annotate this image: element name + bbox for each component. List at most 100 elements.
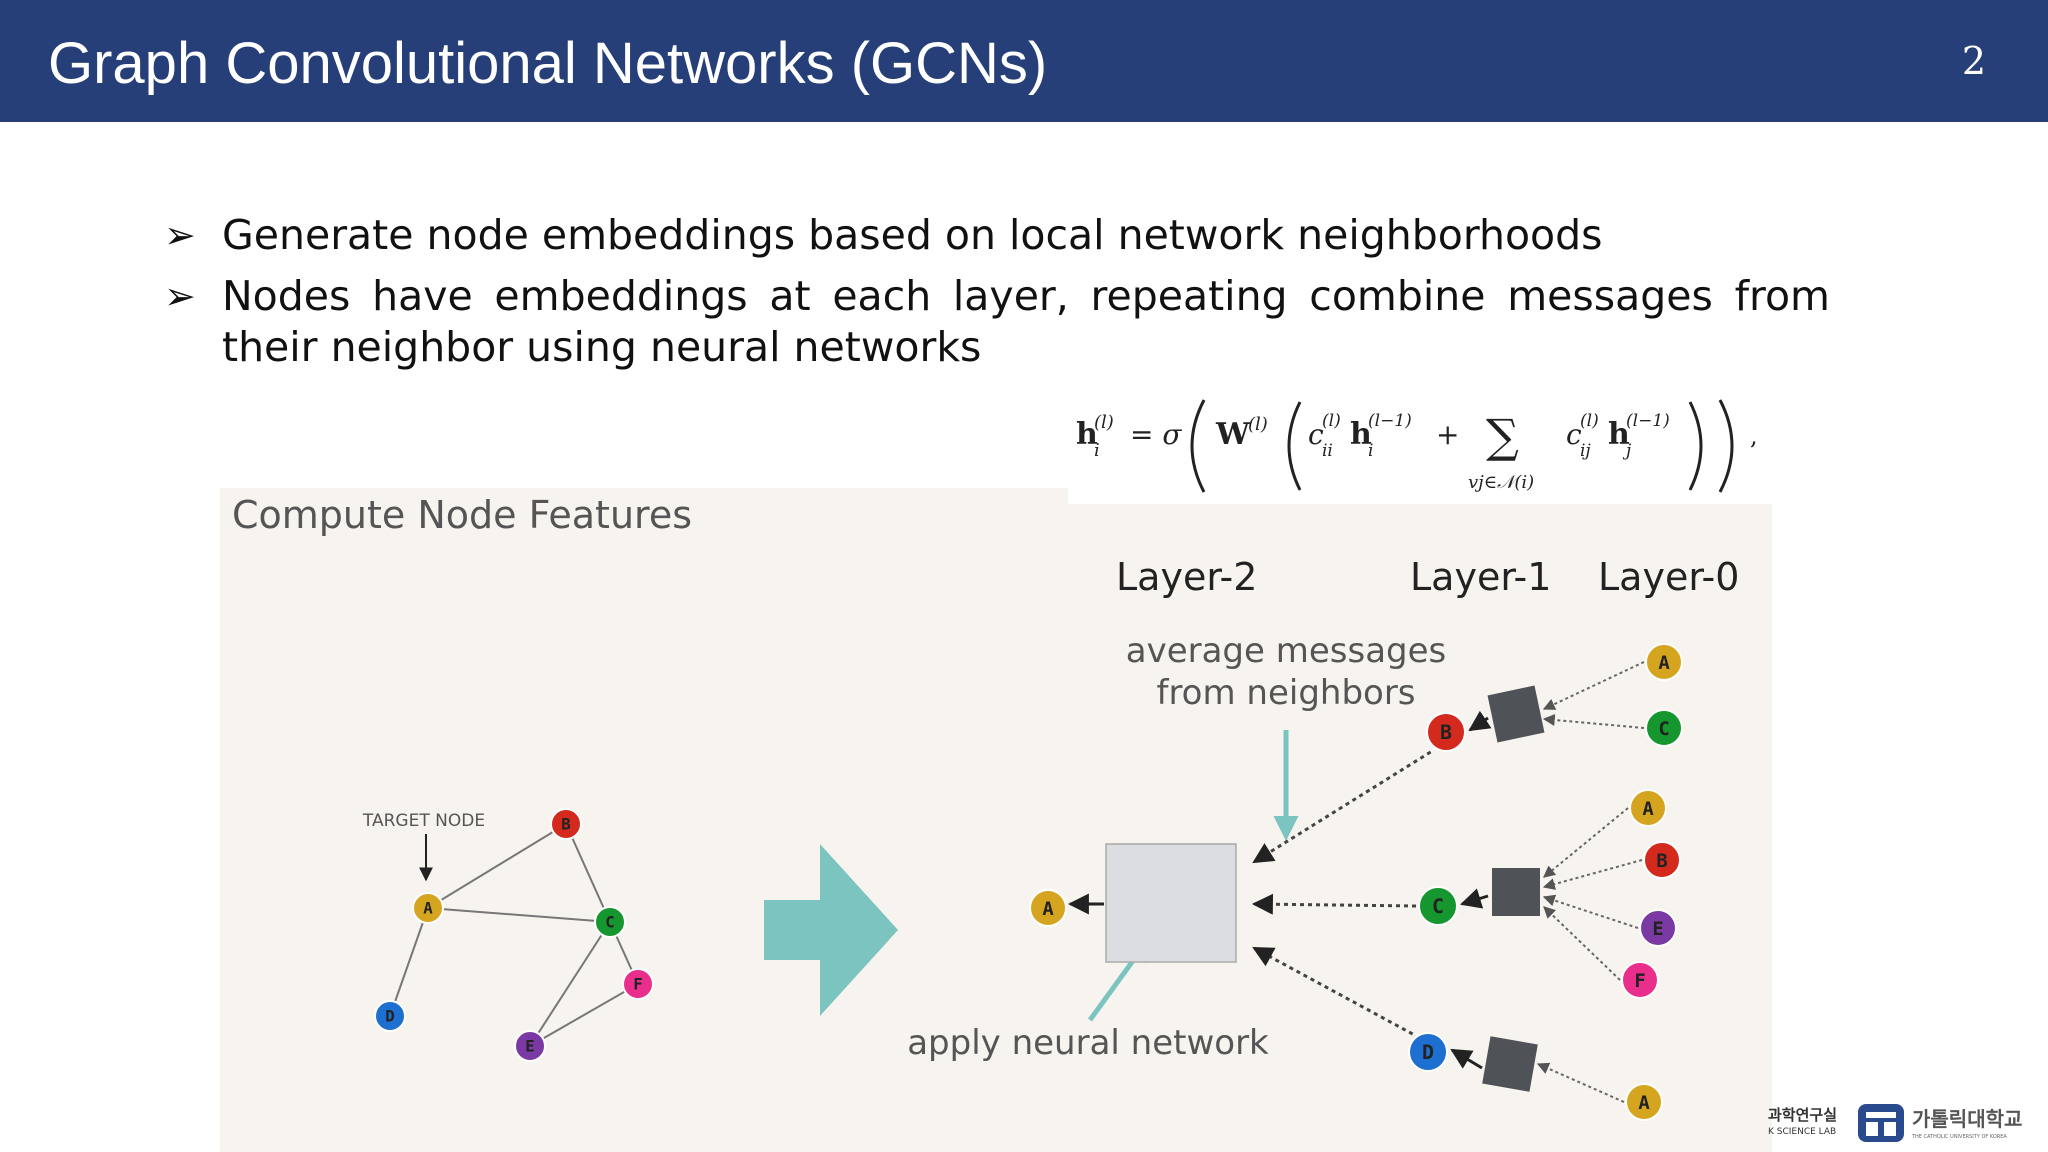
graph-node-f-circle — [622, 968, 654, 1000]
aggregator-arrow — [1459, 888, 1489, 909]
tree-layer0-node-a-circle — [1625, 1083, 1663, 1121]
aggregator-box-c — [1492, 868, 1540, 916]
formula-lhs-sub: i — [1094, 440, 1100, 461]
figure-title: Compute Node Features — [232, 493, 692, 537]
tree-layer0-node-e-circle — [1639, 909, 1677, 947]
tree-layer1-node-d-circle — [1408, 1032, 1448, 1072]
tree-edge-layer0 — [1536, 1062, 1625, 1103]
formula-h-i-sup: (l−1) — [1368, 411, 1412, 431]
formula-comma: , — [1750, 422, 1758, 450]
bullet-arrow-icon: ➢ — [164, 274, 196, 318]
graph-node-a: A — [412, 892, 444, 924]
tree-layer0-node-a-label: A — [1658, 652, 1670, 674]
graph-edge — [427, 823, 567, 909]
neural-network-box — [1105, 843, 1237, 963]
formula-sum: ∑ — [1486, 409, 1519, 463]
tree-layer1-node-c: C — [1418, 886, 1458, 926]
tree-edge-layer0 — [1542, 713, 1645, 729]
tree-edge-layer1 — [1251, 893, 1417, 915]
formula-c-ij-sup: (l) — [1580, 411, 1599, 431]
graph-node-d-circle — [374, 1000, 406, 1032]
formula-h-i-sub: i — [1368, 441, 1373, 461]
transform-arrow-icon — [764, 844, 898, 1016]
apply-nn-label: apply neural network — [907, 1023, 1269, 1063]
paren-close-inner — [1688, 401, 1703, 491]
figure-background — [220, 488, 1068, 1152]
graph-node-c-circle — [594, 906, 626, 938]
aggregator-arrow — [1468, 710, 1492, 732]
tree-edge-layer1 — [1252, 946, 1414, 1036]
tree-root-node-label: A — [1042, 898, 1054, 920]
paren-open-outer — [1190, 399, 1206, 493]
graph-node-f: F — [622, 968, 654, 1000]
tree-layer0-node-a-circle — [1645, 643, 1683, 681]
tree-layer0-node-c-label: C — [1658, 718, 1669, 740]
avg-messages-label-line2: from neighbors — [1156, 673, 1415, 713]
graph-edge — [529, 921, 611, 1047]
bullet-item-2: ➢ Nodes have embeddings at each layer, r… — [160, 271, 1830, 373]
bullet-text-1: Generate node embeddings based on local … — [222, 211, 1603, 259]
tree-edge-layer0 — [1543, 807, 1629, 878]
formula-h-j-sub: j — [1622, 441, 1632, 461]
tree-layer1-node-b-circle — [1426, 712, 1466, 752]
tree-edge-layer0 — [1542, 894, 1639, 929]
tree-layer0-node-b-circle — [1643, 841, 1681, 879]
graph-node-c-label: C — [605, 913, 614, 932]
graph-edge — [389, 907, 429, 1017]
tree-layer0-node-a: A — [1625, 1083, 1663, 1121]
aggregator-arrow — [1450, 1048, 1483, 1070]
graph-edge — [529, 983, 639, 1047]
layer-0-label: Layer-0 — [1598, 555, 1739, 599]
formula-h-j: h — [1608, 417, 1630, 452]
aggregator-box-d — [1482, 1036, 1538, 1092]
lab-name-english: K SCIENCE LAB — [1768, 1127, 1836, 1137]
tree-layer1-node-b: B — [1426, 712, 1466, 752]
formula-weight: W — [1215, 417, 1251, 452]
tree-edge-layer0 — [1542, 859, 1643, 890]
page-number: 2 — [1961, 39, 1986, 83]
tree-layer0-node-f: F — [1621, 961, 1659, 999]
tree-layer0-node-a-label: A — [1642, 798, 1654, 820]
paren-close-outer — [1718, 399, 1734, 493]
tree-layer1-node-c-circle — [1418, 886, 1458, 926]
formula-h-i: h — [1350, 417, 1372, 452]
graph-node-b-label: B — [561, 815, 570, 834]
tree-edge-layer1 — [1252, 750, 1432, 864]
graph-node-e-label: E — [525, 1037, 534, 1056]
emblem-bar-icon — [1866, 1112, 1896, 1118]
aggregator-box-b — [1487, 685, 1545, 743]
university-name-english: THE CATHOLIC UNIVERSITY OF KOREA — [1911, 1134, 2007, 1140]
tree-layer1-node-b-label: B — [1440, 720, 1452, 744]
tree-root-node: A — [1029, 889, 1067, 927]
tree-layer0-node-e-label: E — [1652, 918, 1663, 940]
formula-c-ii-sub: ii — [1322, 441, 1333, 461]
formula-lhs: h — [1076, 417, 1098, 452]
graph-node-b: B — [550, 808, 582, 840]
graph-node-d: D — [374, 1000, 406, 1032]
tree-layer0-node-b: B — [1643, 841, 1681, 879]
bullet-list: ➢ Generate node embeddings based on loca… — [160, 210, 1830, 383]
slide-title: Graph Convolutional Networks (GCNs) — [48, 31, 1048, 96]
formula-sum-under: vj∈𝒩(i) — [1468, 472, 1534, 493]
formula-h-j-sup: (l−1) — [1626, 411, 1670, 431]
tree-layer0-node-a-label: A — [1638, 1092, 1650, 1114]
emblem-block-icon — [1866, 1122, 1878, 1136]
input-graph: A B C D E F — [374, 808, 654, 1062]
tree-layer0-node-a: A — [1645, 643, 1683, 681]
formula-plus: + — [1436, 418, 1459, 451]
compute-node-features-figure: Compute Node Features Layer-2 Layer-1 La… — [220, 488, 1772, 1152]
gcn-formula: h (l) i = σ W (l) c (l) ii h (l−1) i + ∑… — [1076, 399, 1758, 493]
graph-node-f-label: F — [633, 975, 642, 994]
graph-node-e: E — [514, 1030, 546, 1062]
graph-node-d-label: D — [385, 1007, 394, 1026]
formula-sigma: = σ — [1130, 418, 1182, 451]
tree-layer0-node-f-circle — [1621, 961, 1659, 999]
bullet-text-2: Nodes have embeddings at each layer, rep… — [222, 272, 1830, 371]
formula-c-ii-sup: (l) — [1322, 411, 1341, 431]
university-emblem-icon — [1858, 1104, 1904, 1142]
graph-node-a-circle — [412, 892, 444, 924]
tree-edge-layer0 — [1542, 661, 1645, 710]
formula-c-ij: c — [1566, 418, 1582, 451]
graph-node-c: C — [594, 906, 626, 938]
